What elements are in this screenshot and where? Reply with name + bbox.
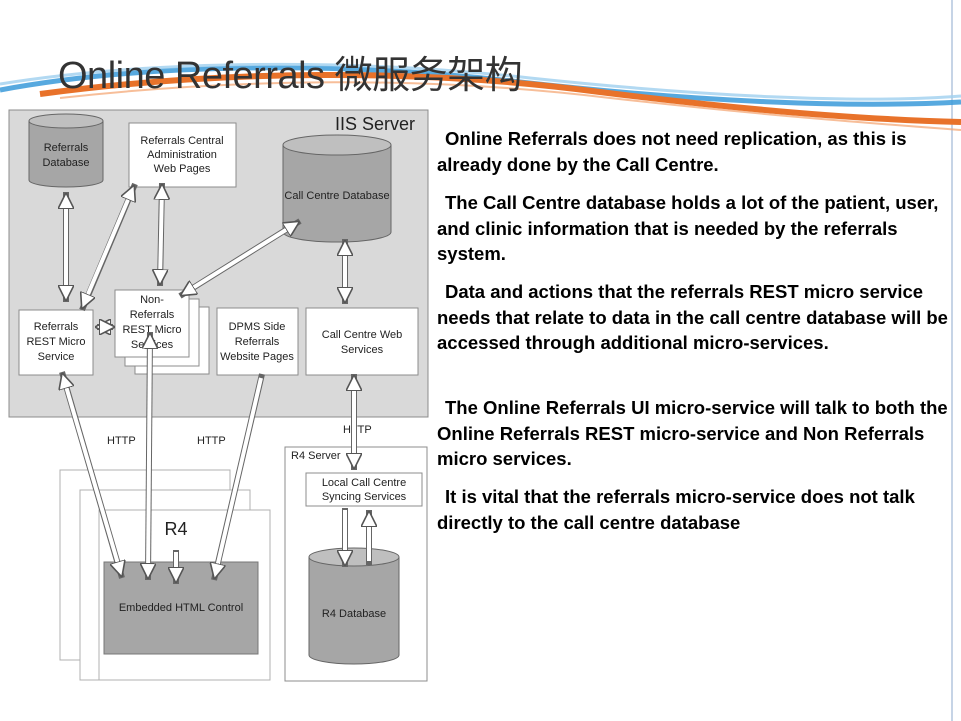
non-referrals-services-stack: Non- Referrals REST Micro Services — [114, 289, 210, 375]
call-centre-database: Call Centre Database — [282, 134, 392, 243]
note-2: The Call Centre database holds a lot of … — [437, 190, 951, 267]
dpms-pages-label-2: Referrals — [235, 336, 280, 348]
note-3-text: Data and actions that the referrals REST… — [437, 281, 948, 353]
dpms-pages-box: DPMS Side Referrals Website Pages — [216, 307, 299, 376]
call-centre-web-services-label-1: Call Centre Web — [322, 329, 403, 341]
referrals-rest-service-label-3: Service — [38, 351, 75, 363]
r4-label: R4 — [164, 519, 187, 539]
r4-server-label: R4 Server — [291, 450, 341, 462]
admin-web-pages-label-2: Administration — [147, 149, 217, 161]
admin-web-pages-box: Referrals Central Administration Web Pag… — [128, 122, 237, 188]
diagram-arrows — [62, 182, 369, 584]
http-label-left: HTTP — [107, 435, 136, 447]
http-label-right: HTTP — [343, 424, 372, 436]
referrals-database: Referrals Database — [28, 113, 104, 188]
referrals-rest-service-label-1: Referrals — [34, 321, 79, 333]
note-2-text: The Call Centre database holds a lot of … — [437, 192, 939, 264]
note-1: Online Referrals does not need replicati… — [437, 126, 951, 177]
referrals-database-label-1: Referrals — [44, 142, 89, 154]
slide-title: Online Referrals 微服务架构 — [58, 55, 523, 97]
syncing-services-label-1: Local Call Centre — [322, 477, 406, 489]
iis-server-label: IIS Server — [335, 114, 415, 134]
dpms-pages-label-3: Website Pages — [220, 351, 294, 363]
r4-client-stack: R4 Embedded HTML Control — [59, 469, 271, 681]
non-referrals-label-1: Non- — [140, 294, 164, 306]
note-1-text: Online Referrals does not need replicati… — [437, 128, 907, 175]
referrals-rest-service-label-2: REST Micro — [26, 336, 85, 348]
non-referrals-label-3: REST Micro — [122, 324, 181, 336]
note-4-text: The Online Referrals UI micro-service wi… — [437, 397, 948, 469]
note-5: It is vital that the referrals micro-ser… — [437, 484, 951, 535]
admin-web-pages-label-1: Referrals Central — [140, 135, 223, 147]
syncing-services-box — [305, 472, 423, 507]
call-centre-web-services-label-2: Services — [341, 344, 384, 356]
r4-server-box: R4 Server Local Call Centre Syncing Serv… — [284, 446, 428, 682]
syncing-services-label-2: Syncing Services — [322, 491, 407, 503]
embedded-html-control-label: Embedded HTML Control — [119, 602, 243, 614]
referrals-database-label-2: Database — [42, 157, 89, 169]
admin-web-pages-label-3: Web Pages — [154, 163, 211, 175]
http-label-middle: HTTP — [197, 435, 226, 447]
dpms-pages-label-1: DPMS Side — [229, 321, 286, 333]
r4-database-label: R4 Database — [322, 608, 386, 620]
note-5-text: It is vital that the referrals micro-ser… — [437, 486, 915, 533]
call-centre-web-services-box: Call Centre Web Services — [305, 307, 419, 376]
note-4: The Online Referrals UI micro-service wi… — [437, 395, 951, 472]
note-3: Data and actions that the referrals REST… — [437, 279, 951, 356]
referrals-rest-service-box: Referrals REST Micro Service — [18, 309, 94, 376]
call-centre-database-label: Call Centre Database — [284, 190, 389, 202]
non-referrals-label-2: Referrals — [130, 309, 175, 321]
title-swoosh — [0, 62, 961, 131]
